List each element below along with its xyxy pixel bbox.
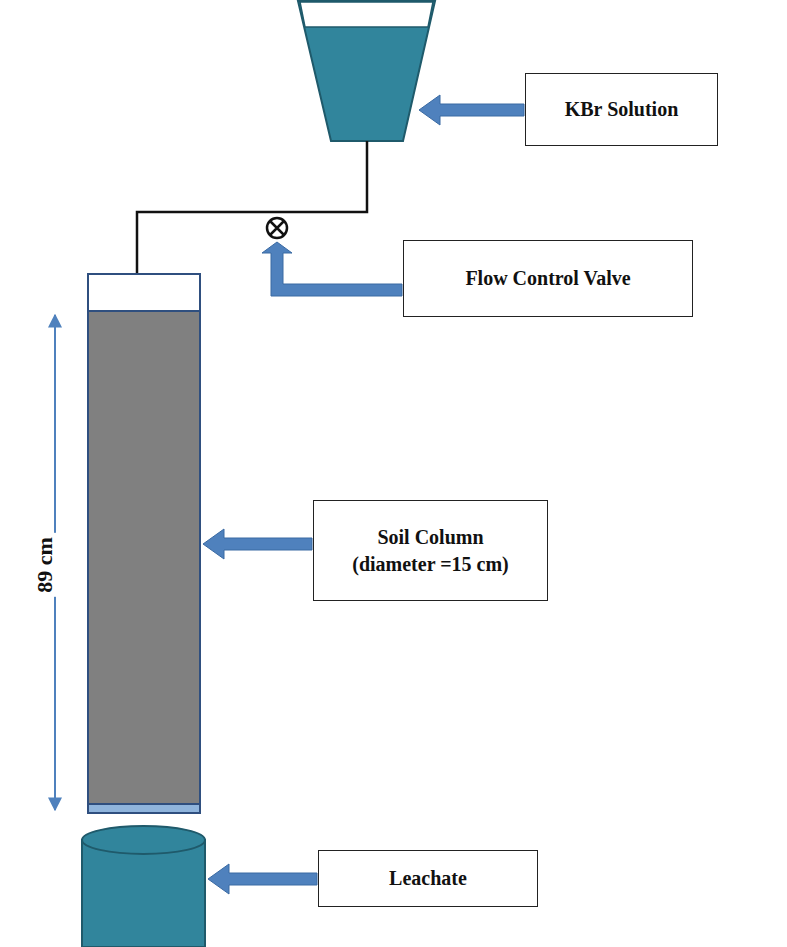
- label-text: Leachate: [389, 865, 467, 892]
- pointer-arrows: [203, 95, 524, 894]
- pointer-arrow: [419, 95, 524, 125]
- soil-column: [88, 274, 200, 813]
- dimension-label: 89 cm: [30, 533, 60, 597]
- pointer-arrow: [203, 529, 312, 559]
- pointer-arrow: [262, 242, 402, 296]
- label-text: Soil Column (diameter =15 cm): [341, 524, 521, 578]
- label-box: Flow Control Valve: [403, 240, 693, 317]
- label-box: KBr Solution: [525, 73, 718, 146]
- leachate-container: [82, 826, 205, 947]
- valve-symbol: [267, 218, 287, 238]
- label-text: KBr Solution: [565, 96, 679, 123]
- pointer-arrow: [208, 864, 317, 894]
- kbr-funnel: [298, 1, 435, 141]
- label-text: Flow Control Valve: [465, 265, 630, 292]
- feed-tube: [137, 141, 367, 274]
- label-box: Soil Column (diameter =15 cm): [313, 500, 548, 601]
- label-box: Leachate: [318, 850, 538, 907]
